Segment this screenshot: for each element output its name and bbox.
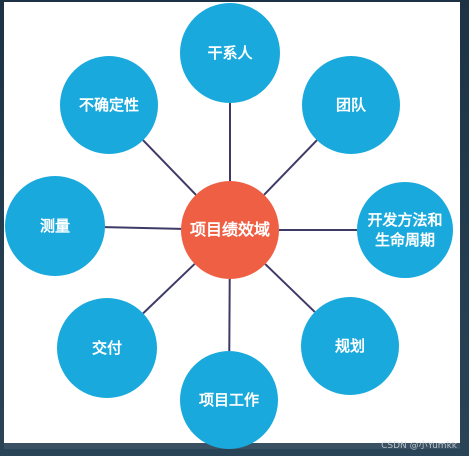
connector-lines [104,103,357,352]
node-circle-measurement [5,176,105,276]
node-circle-dev-approach [357,182,453,278]
center-node-circle [181,181,279,279]
connector-delivery [142,263,196,315]
outer-nodes [5,3,453,449]
watermark: CSDN @小Yumkk [381,441,457,451]
node-circle-project-work [180,351,278,449]
connector-measurement [104,226,182,230]
node-circle-delivery [57,298,157,398]
node-circle-uncertainty [60,56,158,154]
connector-team [263,139,318,196]
node-circle-team [302,56,400,154]
node-circle-planning [301,297,399,395]
node-circle-stakeholders [180,3,280,103]
connector-uncertainty [142,139,197,196]
connector-planning [264,263,316,313]
